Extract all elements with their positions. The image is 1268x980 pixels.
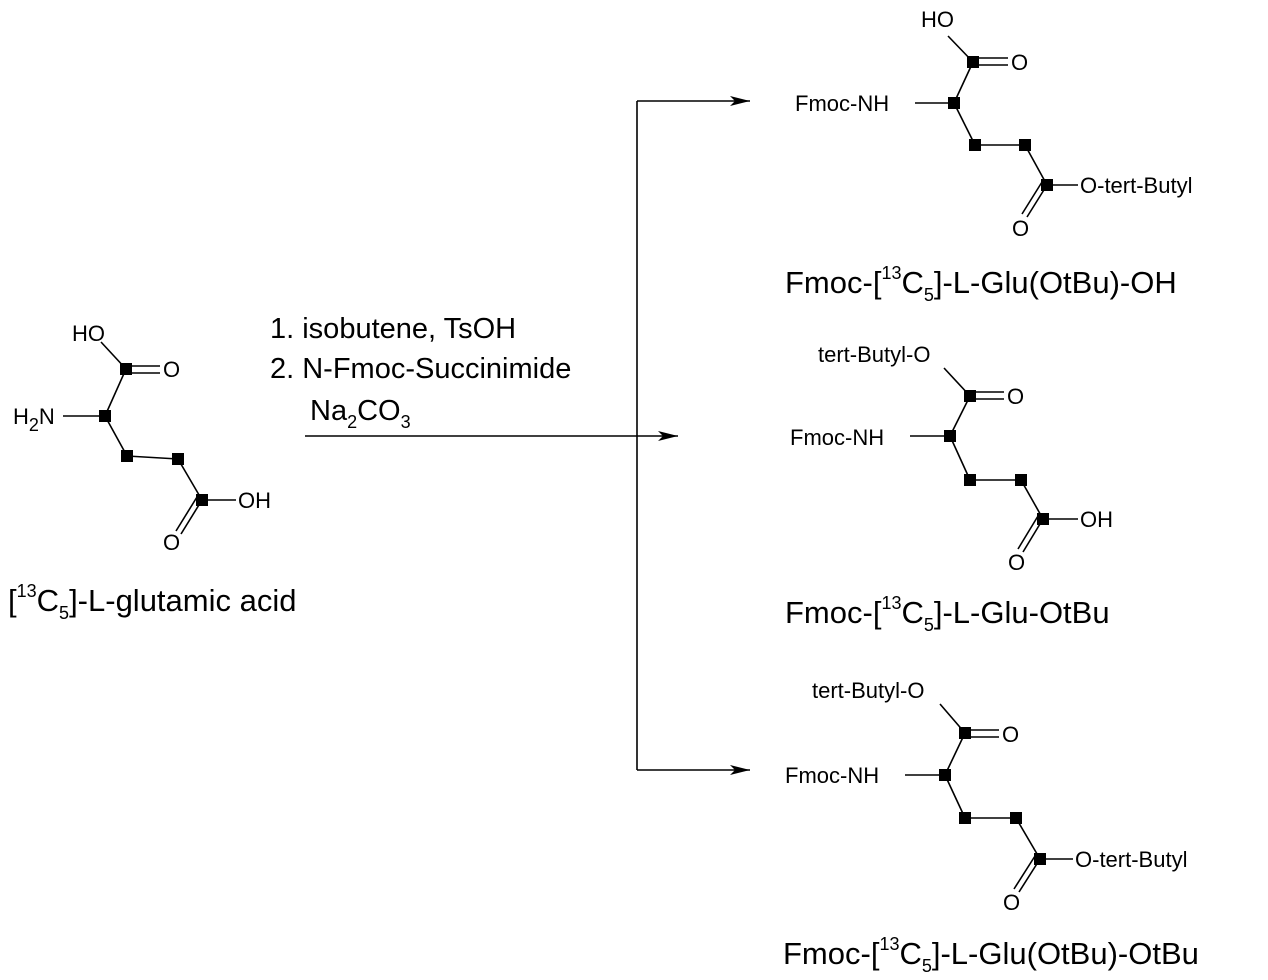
carbon13-marker bbox=[172, 453, 184, 465]
product-3-structure: tert-Butyl-O O Fmoc-NH O-tert-Butyl O bbox=[785, 678, 1187, 915]
product-2-atom-o-carbonyl: O bbox=[1007, 384, 1024, 409]
product-1-atom-amine: Fmoc-NH bbox=[795, 91, 889, 116]
carbon13-marker bbox=[99, 410, 111, 422]
carbon13-marker bbox=[964, 390, 976, 402]
starting-material-name: [13C5]-L-glutamic acid bbox=[8, 581, 296, 623]
carbon13-marker bbox=[964, 474, 976, 486]
product-1-structure: HO O Fmoc-NH O-tert-Butyl O bbox=[795, 7, 1192, 241]
carbon13-marker bbox=[1034, 853, 1046, 865]
atom-amine: H2N bbox=[13, 404, 55, 435]
carbon13-marker bbox=[959, 727, 971, 739]
product-1-atom-top: HO bbox=[921, 7, 954, 32]
carbon13-marker bbox=[121, 450, 133, 462]
carbon13-marker bbox=[959, 812, 971, 824]
carbon13-marker bbox=[120, 363, 132, 375]
product-3-name: Fmoc-[13C5]-L-Glu(OtBu)-OtBu bbox=[783, 934, 1199, 976]
atom-oh: OH bbox=[238, 488, 271, 513]
product-3-atom-amine: Fmoc-NH bbox=[785, 763, 879, 788]
product-2-atom-o-bottom: O bbox=[1008, 550, 1025, 575]
product-2-atom-amine: Fmoc-NH bbox=[790, 425, 884, 450]
product-1-name: Fmoc-[13C5]-L-Glu(OtBu)-OH bbox=[785, 263, 1177, 305]
product-2-atom-top: tert-Butyl-O bbox=[818, 342, 930, 367]
starting-material-structure: HO O H2N OH O bbox=[13, 321, 271, 555]
product-1-atom-o-carbonyl: O bbox=[1011, 50, 1028, 75]
carbon13-marker bbox=[944, 430, 956, 442]
carbon13-marker bbox=[1015, 474, 1027, 486]
carbon13-marker bbox=[969, 139, 981, 151]
product-3-atom-o-carbonyl: O bbox=[1002, 722, 1019, 747]
condition-reagent: Na2CO3 bbox=[310, 395, 411, 432]
product-1-atom-o-bottom: O bbox=[1012, 216, 1029, 241]
condition-step-2: 2. N-Fmoc-Succinimide bbox=[270, 353, 571, 385]
reaction-arrows bbox=[305, 96, 750, 775]
product-2-name: Fmoc-[13C5]-L-Glu-OtBu bbox=[785, 593, 1110, 635]
atom-ho: HO bbox=[72, 321, 105, 346]
reaction-conditions: 1. isobutene, TsOH 2. N-Fmoc-Succinimide… bbox=[270, 313, 571, 432]
atom-o-bottom: O bbox=[163, 530, 180, 555]
carbon13-marker bbox=[1037, 513, 1049, 525]
carbon13-marker bbox=[967, 56, 979, 68]
product-2-structure: tert-Butyl-O O Fmoc-NH OH O bbox=[790, 342, 1113, 575]
atom-o-carbonyl: O bbox=[163, 357, 180, 382]
product-2-atom-side: OH bbox=[1080, 507, 1113, 532]
product-3-atom-side: O-tert-Butyl bbox=[1075, 847, 1187, 872]
carbon13-marker bbox=[948, 97, 960, 109]
carbon13-marker bbox=[1010, 812, 1022, 824]
condition-step-1: 1. isobutene, TsOH bbox=[270, 313, 516, 345]
product-3-atom-o-bottom: O bbox=[1003, 890, 1020, 915]
carbon13-marker bbox=[939, 769, 951, 781]
carbon13-marker bbox=[1019, 139, 1031, 151]
product-3-atom-top: tert-Butyl-O bbox=[812, 678, 924, 703]
carbon13-marker bbox=[1041, 179, 1053, 191]
product-1-atom-side: O-tert-Butyl bbox=[1080, 173, 1192, 198]
carbon13-marker bbox=[196, 494, 208, 506]
